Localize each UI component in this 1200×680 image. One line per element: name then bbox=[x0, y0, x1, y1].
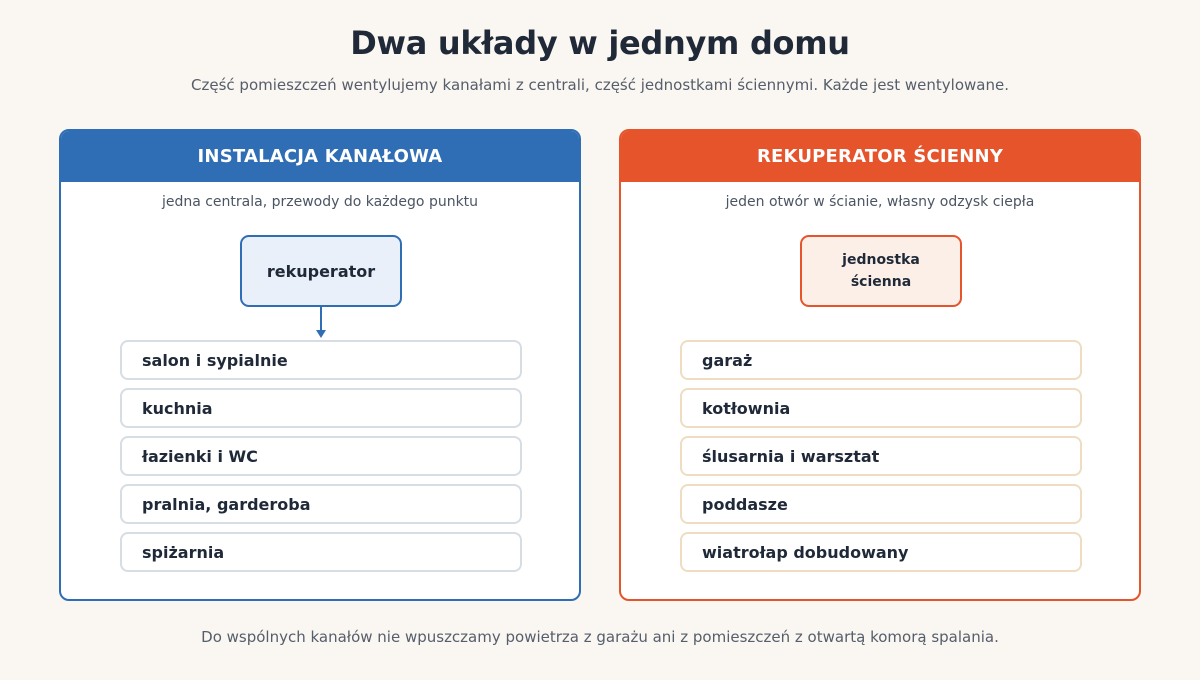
room-item-wall: poddasze bbox=[680, 484, 1082, 524]
room-item-ducted: salon i sypialnie bbox=[120, 340, 522, 380]
footer-note: Do wspólnych kanałów nie wpuszczamy powi… bbox=[201, 628, 999, 646]
ducted-panel: INSTALACJA KANAŁOWA jedna centrala, prze… bbox=[59, 129, 581, 601]
ducted-panel-description: jedna centrala, przewody do każdego punk… bbox=[161, 194, 479, 210]
wall-unit-box: jednostka ścienna bbox=[800, 235, 962, 307]
wall-panel: REKUPERATOR ŚCIENNY jeden otwór w ściani… bbox=[619, 129, 1141, 601]
wall-room-list: garaż kotłownia ślusarnia i warsztat pod… bbox=[680, 340, 1082, 580]
page-title: Dwa układy w jednym domu bbox=[350, 24, 850, 62]
ducted-room-list: salon i sypialnie kuchnia łazienki i WC … bbox=[120, 340, 522, 580]
room-item-wall: garaż bbox=[680, 340, 1082, 380]
room-item-ducted: łazienki i WC bbox=[120, 436, 522, 476]
room-item-ducted: pralnia, garderoba bbox=[120, 484, 522, 524]
recuperator-unit-box: rekuperator bbox=[240, 235, 402, 307]
room-item-ducted: spiżarnia bbox=[120, 532, 522, 572]
wall-panel-description: jeden otwór w ścianie, własny odzysk cie… bbox=[725, 194, 1035, 210]
ducted-panel-header: INSTALACJA KANAŁOWA bbox=[61, 131, 579, 182]
room-item-wall: wiatrołap dobudowany bbox=[680, 532, 1082, 572]
room-item-wall: ślusarnia i warsztat bbox=[680, 436, 1082, 476]
duct-arrow-down-icon bbox=[316, 307, 326, 338]
page-subtitle: Część pomieszczeń wentylujemy kanałami z… bbox=[191, 76, 1009, 94]
room-item-wall: kotłownia bbox=[680, 388, 1082, 428]
wall-panel-header: REKUPERATOR ŚCIENNY bbox=[621, 131, 1139, 182]
room-item-ducted: kuchnia bbox=[120, 388, 522, 428]
